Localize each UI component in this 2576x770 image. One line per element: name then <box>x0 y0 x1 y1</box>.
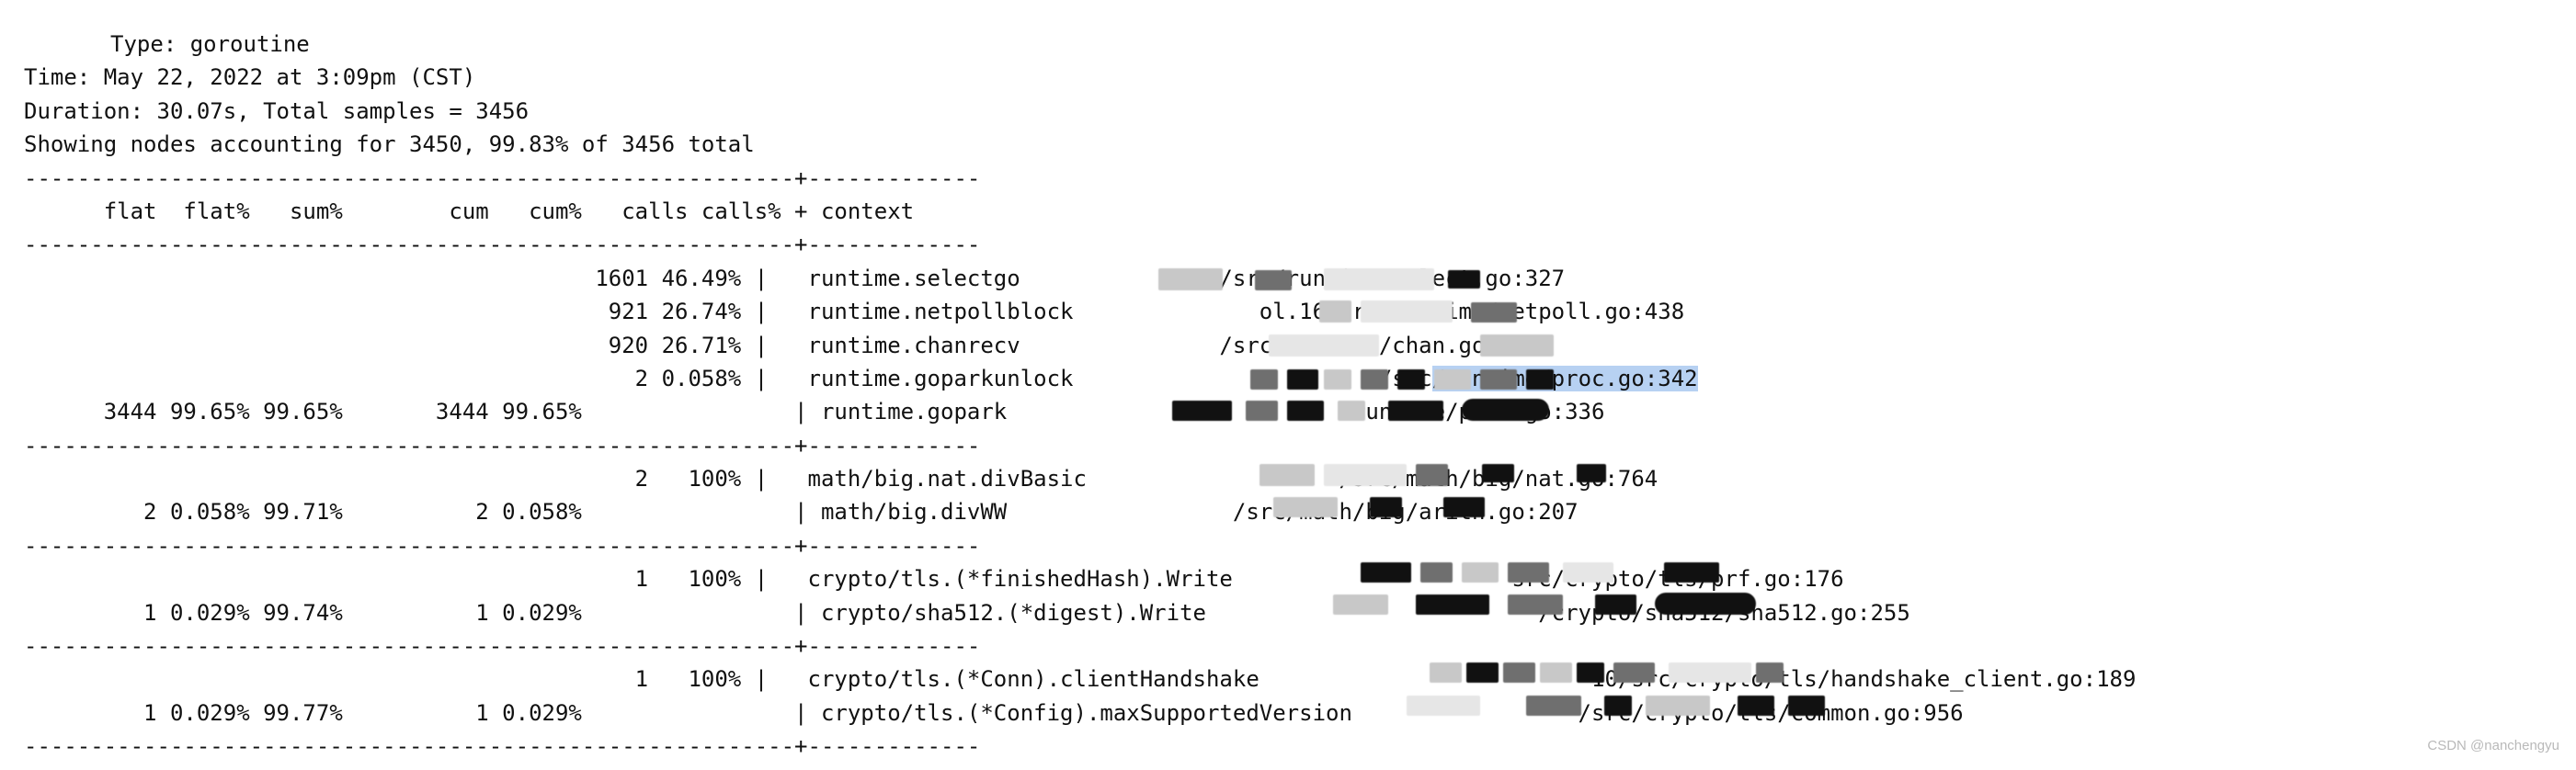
partial-next-line-text: | <box>868 767 881 770</box>
redaction-mark <box>1172 401 1232 421</box>
redaction-mark <box>1462 562 1499 583</box>
redaction-mark <box>1416 594 1489 615</box>
report-duration-line: Duration: 30.07s, Total samples = 3456 <box>24 97 530 124</box>
csdn-watermark: CSDN @nanchengyu <box>2427 738 2559 753</box>
redaction-mark <box>1158 268 1223 290</box>
table-row: 1 100% | crypto/tls.(*Conn).clientHandsh… <box>24 666 2137 693</box>
redaction-mark <box>1388 401 1443 421</box>
group-separator: ----------------------------------------… <box>24 532 981 559</box>
partial-next-line: | <box>24 764 2136 770</box>
header-separator: ----------------------------------------… <box>24 232 981 258</box>
redaction-mark <box>1407 696 1480 716</box>
redaction-mark <box>1361 562 1411 583</box>
redaction-mark <box>1563 562 1613 583</box>
redaction-mark <box>1246 401 1278 421</box>
report-type-line: Type: goroutine <box>24 28 2136 61</box>
table-row: 920 26.71% | runtime.chanrecv /src/runti… <box>24 332 1539 358</box>
redaction-mark <box>1324 369 1351 390</box>
report-summary-line: Showing nodes accounting for 3450, 99.83… <box>24 131 755 158</box>
redaction-mark <box>1397 369 1425 390</box>
redaction-mark <box>1526 369 1554 390</box>
redaction-mark <box>1273 497 1338 517</box>
redaction-mark <box>1333 594 1388 615</box>
top-separator: ----------------------------------------… <box>24 164 981 191</box>
redaction-mark <box>1287 401 1324 421</box>
redaction-mark <box>1756 662 1784 683</box>
redaction-mark <box>1324 464 1407 486</box>
redaction-mark <box>1448 270 1480 289</box>
redaction-mark <box>1287 369 1318 390</box>
table-row-text: 2 0.058% | runtime.goparkunlock /src <box>24 365 1432 391</box>
redaction-mark <box>1443 497 1485 517</box>
redaction-mark <box>1416 464 1448 486</box>
table-row: 2 100% | math/big.nat.divBasic /src/math… <box>24 466 1658 493</box>
column-header: flat flat% sum% cum cum% calls calls% + … <box>24 198 915 224</box>
redaction-mark <box>1338 401 1365 421</box>
redaction-mark <box>1471 302 1517 323</box>
selected-source-path[interactable]: /runtime/proc.go:342 <box>1431 365 1698 391</box>
redaction-mark <box>1646 696 1710 716</box>
redaction-mark <box>1260 464 1315 486</box>
group-separator: ----------------------------------------… <box>24 633 981 660</box>
redaction-mark <box>1482 464 1514 482</box>
redaction-mark <box>1669 662 1751 683</box>
redaction-mark <box>1430 662 1462 683</box>
redaction-mark <box>1577 464 1606 482</box>
redaction-mark <box>1664 562 1719 583</box>
table-row: 921 26.74% | runtime.netpollblock ol.16/… <box>24 299 1685 325</box>
table-row: 1 0.029% 99.74% 1 0.029% | crypto/sha512… <box>24 599 1910 626</box>
table-row: 1 100% | crypto/tls.(*finishedHash).Writ… <box>24 566 1844 593</box>
redaction-mark <box>1655 593 1756 615</box>
redaction-mark <box>1595 594 1636 615</box>
report-time-line: Time: May 22, 2022 at 3:09pm (CST) <box>24 64 476 91</box>
group-separator: ----------------------------------------… <box>24 432 981 459</box>
redaction-mark <box>1361 369 1388 390</box>
redaction-mark <box>1319 300 1351 323</box>
redaction-mark <box>1462 399 1549 421</box>
type-line-text: Type: goroutine <box>110 31 310 57</box>
bottom-separator: ----------------------------------------… <box>24 733 981 760</box>
redaction-mark <box>1480 369 1517 390</box>
redaction-mark <box>1255 270 1292 290</box>
table-row: 2 0.058% 99.71% 2 0.058% | math/big.divW… <box>24 499 1579 526</box>
redaction-mark <box>1269 334 1379 357</box>
redaction-mark <box>1361 300 1453 323</box>
redaction-mark <box>1324 268 1434 290</box>
redaction-mark <box>1420 562 1453 583</box>
redaction-mark <box>1738 696 1774 716</box>
table-row: 2 0.058% | runtime.goparkunlock /src/run… <box>24 362 2136 395</box>
redaction-mark <box>1503 662 1535 683</box>
redaction-mark <box>1480 334 1554 357</box>
redaction-mark <box>1613 662 1655 683</box>
redaction-mark <box>1540 662 1572 683</box>
redaction-mark <box>1250 369 1278 390</box>
redaction-mark <box>1508 562 1549 583</box>
table-row: 3444 99.65% 99.65% 3444 99.65% | runtime… <box>24 399 1605 425</box>
redaction-mark <box>1508 594 1563 615</box>
redaction-mark <box>1526 696 1581 716</box>
redaction-mark <box>1788 696 1825 716</box>
redaction-mark <box>1604 696 1632 716</box>
table-row: 1601 46.49% | runtime.selectgo /src/runt… <box>24 265 1566 291</box>
redaction-mark <box>1434 369 1471 390</box>
redaction-mark <box>1466 662 1499 683</box>
redaction-mark <box>1577 662 1604 683</box>
redaction-mark <box>1370 497 1402 517</box>
